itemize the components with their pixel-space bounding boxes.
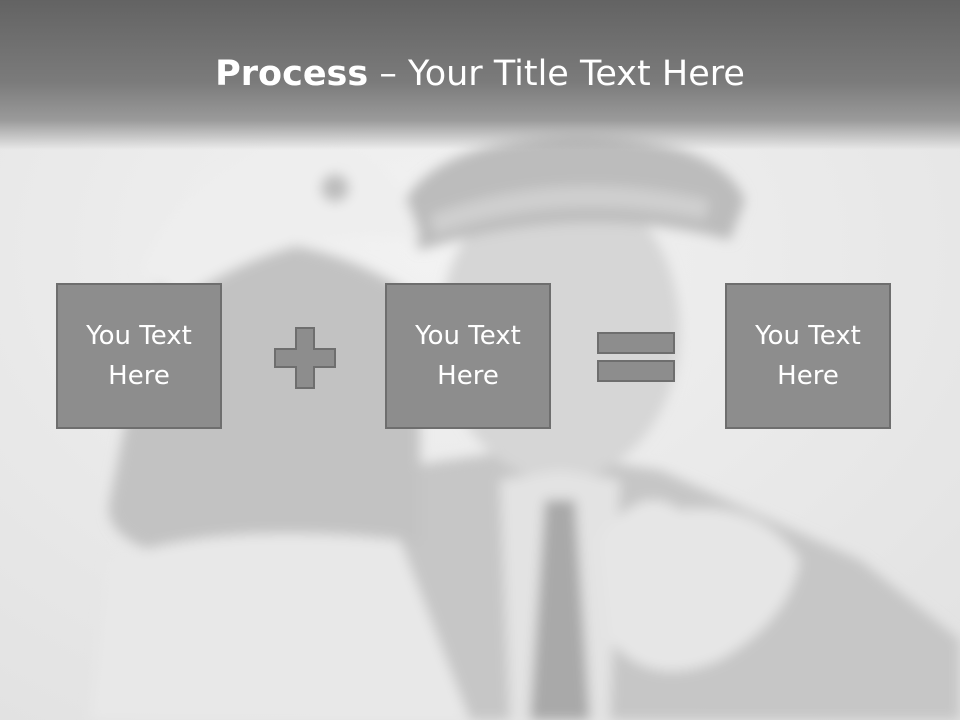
process-box-3[interactable]: You Text Here bbox=[725, 283, 891, 429]
equals-icon bbox=[597, 332, 675, 382]
plus-icon bbox=[274, 327, 336, 389]
process-box-3-text: You Text Here bbox=[755, 321, 861, 391]
title-bar bbox=[0, 0, 960, 150]
title-rest-text: Your Title Text Here bbox=[407, 54, 745, 94]
title-bold-text: Process bbox=[215, 54, 369, 94]
process-box-1-text: You Text Here bbox=[86, 321, 192, 391]
process-box-1[interactable]: You Text Here bbox=[56, 283, 222, 429]
process-box-2-text: You Text Here bbox=[415, 321, 521, 391]
title-separator: – bbox=[368, 54, 408, 94]
process-box-2[interactable]: You Text Here bbox=[385, 283, 551, 429]
slide-title: Process – Your Title Text Here bbox=[0, 52, 960, 96]
